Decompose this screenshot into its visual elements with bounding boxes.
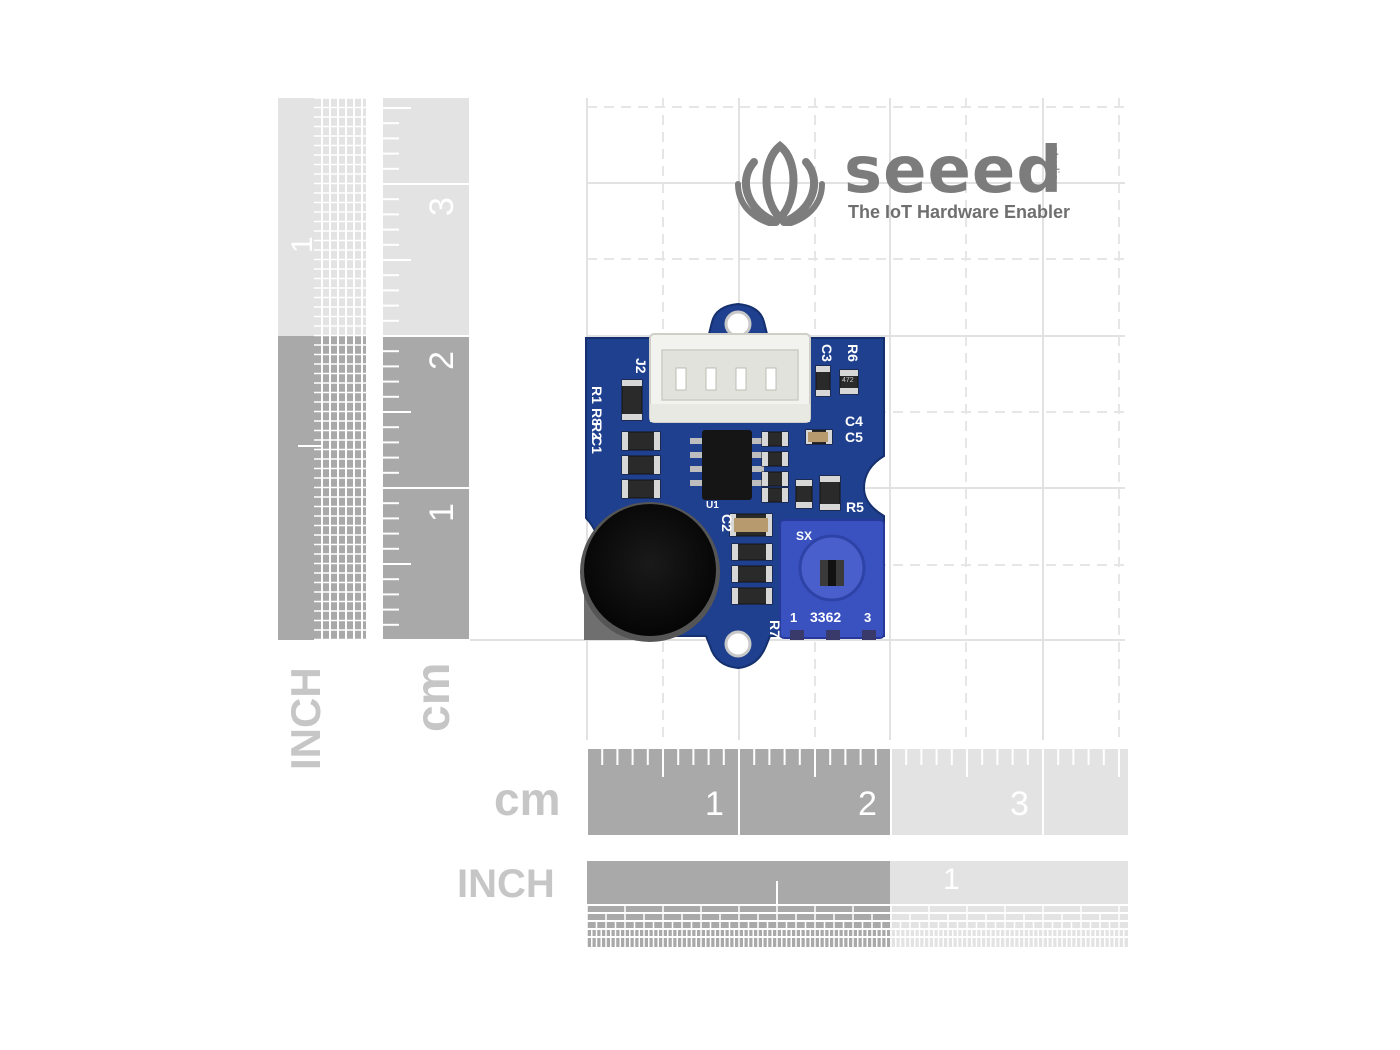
- left-inch-ruler: 1: [278, 98, 366, 640]
- bottom-cm-mark-2: 2: [858, 785, 877, 823]
- bottom-cm-mark-1: 1: [705, 785, 724, 823]
- silk-c5: C5: [845, 429, 863, 445]
- potentiometer: [779, 519, 885, 640]
- left-cm-mark-3: 3: [423, 197, 461, 216]
- pot-brand: SX: [796, 529, 812, 543]
- silk-r5: R5: [846, 499, 864, 515]
- logo-brand-text: seeed: [844, 134, 1064, 208]
- silk-r8: R8: [589, 408, 605, 426]
- silk-r6: R6: [845, 344, 861, 362]
- silk-j2: J2: [633, 358, 649, 374]
- bottom-cm-label: cm: [494, 773, 561, 825]
- amplifier-ic: [702, 430, 752, 500]
- silk-c4: C4: [845, 413, 863, 429]
- silk-c2: C2: [719, 514, 735, 532]
- mount-hole-bottom: [724, 630, 752, 658]
- silk-r1: R1: [589, 386, 605, 404]
- logo-studio-text: studio: [1047, 146, 1062, 181]
- smd-capacitor: [734, 518, 768, 532]
- left-cm-mark-1: 1: [423, 503, 461, 522]
- seeed-logo: seeed studio The IoT Hardware Enabler: [732, 134, 1092, 230]
- bottom-inch-ruler: 1: [587, 861, 1128, 947]
- left-cm-mark-2: 2: [423, 351, 461, 370]
- bottom-inch-label: INCH: [457, 862, 555, 906]
- bottom-cm-mark-3: 3: [1010, 785, 1029, 823]
- silk-r2: R2: [589, 422, 605, 440]
- left-inch-mark-1: 1: [286, 236, 319, 253]
- pot-pin-1: 1: [790, 610, 797, 625]
- pot-marking: 3362: [810, 609, 841, 625]
- lotus-logo-icon: [735, 140, 825, 226]
- left-inch-label: INCH: [282, 667, 329, 770]
- bottom-inch-mark-1: 1: [943, 863, 960, 896]
- silk-r7: R7: [767, 620, 783, 638]
- logo-tagline: The IoT Hardware Enabler: [848, 202, 1071, 222]
- silk-c1: C1: [589, 436, 605, 454]
- pot-pin-3: 3: [864, 610, 871, 625]
- silk-u1: U1: [706, 500, 719, 511]
- silk-c3: C3: [819, 344, 835, 362]
- mount-hole-top: [724, 310, 752, 338]
- left-cm-ruler: 3 2 1: [383, 98, 469, 640]
- smd-capacitor: [808, 432, 828, 442]
- sound-sensor-board: J2 R1 R8 R2 C1 C3 R6 C4 C5 R5 R7 C2 U1 3…: [580, 302, 885, 670]
- bottom-cm-ruler: 1 2 3: [587, 749, 1128, 835]
- grove-connector: [649, 333, 811, 423]
- electret-microphone: [580, 502, 720, 642]
- resistor-code: 472: [842, 377, 854, 384]
- left-cm-label: cm: [407, 662, 460, 732]
